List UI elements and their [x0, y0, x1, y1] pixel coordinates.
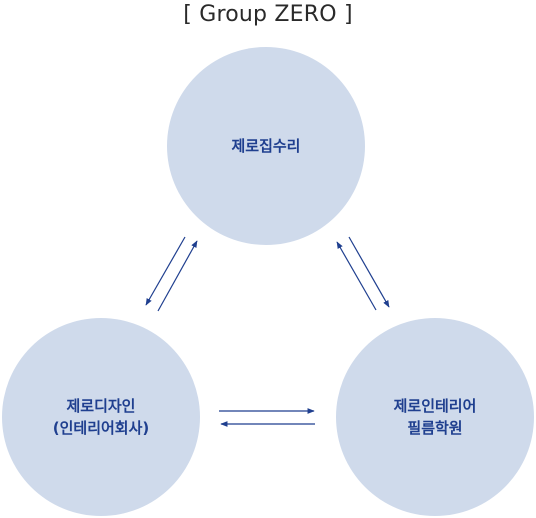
node-right: 제로인테리어 필름학원 [336, 318, 534, 516]
arrow-left-to-top [157, 240, 198, 312]
node-right-line-1: 제로인테리어 [393, 397, 477, 415]
node-top-label: 제로집수리 [231, 135, 300, 157]
arrow-right-to-top [336, 241, 377, 311]
diagram-title: [ Group ZERO ] [183, 2, 353, 27]
node-left-line-2: (인테리어회사) [52, 419, 150, 437]
node-left-line-1: 제로디자인 [66, 397, 136, 415]
node-left: 제로디자인 (인테리어회사) [2, 318, 200, 516]
node-top: 제로집수리 [167, 47, 365, 245]
arrow-top-to-left [145, 236, 186, 306]
node-top-line-1: 제로집수리 [231, 137, 301, 155]
node-right-label: 제로인테리어 필름학원 [394, 395, 477, 439]
arrow-top-to-right [348, 236, 390, 308]
node-right-line-2: 필름학원 [407, 419, 463, 437]
node-left-label: 제로디자인 (인테리어회사) [53, 395, 150, 439]
